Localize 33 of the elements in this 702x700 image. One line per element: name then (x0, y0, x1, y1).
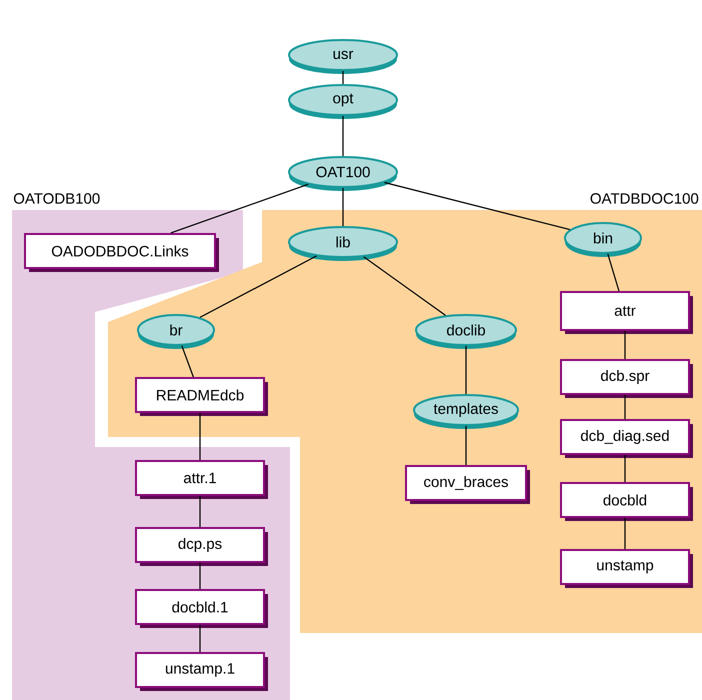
file-box: dcb_diag.sed (560, 419, 693, 458)
connector-line (200, 255, 317, 318)
node-label: OATDBDOC100 (590, 193, 698, 204)
connector-line (199, 563, 201, 589)
file-box: READMEdcb (135, 377, 268, 416)
node-label: OATODB100 (14, 193, 100, 204)
file-box: dcp.ps (135, 527, 268, 566)
connector-line (199, 496, 201, 527)
connector-line (624, 518, 626, 549)
file-box: docbld (560, 482, 693, 521)
connector-line (624, 331, 626, 359)
connector-line (342, 188, 344, 226)
connector-line (624, 395, 626, 419)
file-box: attr (560, 291, 693, 334)
connector-line (363, 256, 446, 316)
connector-line (384, 182, 570, 230)
file-box: OADODBDOC.Links (24, 233, 219, 272)
connector-line (465, 346, 467, 394)
file-box: unstamp.1 (135, 652, 268, 691)
connector-line (465, 426, 467, 465)
connector-line (607, 254, 620, 292)
file-box: docbld.1 (135, 589, 268, 628)
file-box: unstamp (560, 549, 693, 588)
file-box: conv_braces (405, 465, 530, 504)
connector-line (170, 184, 308, 234)
connector-line (199, 413, 201, 460)
file-box: dcb.spr (560, 359, 693, 398)
connector-line (199, 625, 201, 652)
connector-line (624, 455, 626, 482)
connector-line (181, 346, 194, 378)
file-box: attr.1 (135, 460, 268, 499)
connector-line (342, 116, 344, 156)
connector-line (342, 71, 344, 84)
